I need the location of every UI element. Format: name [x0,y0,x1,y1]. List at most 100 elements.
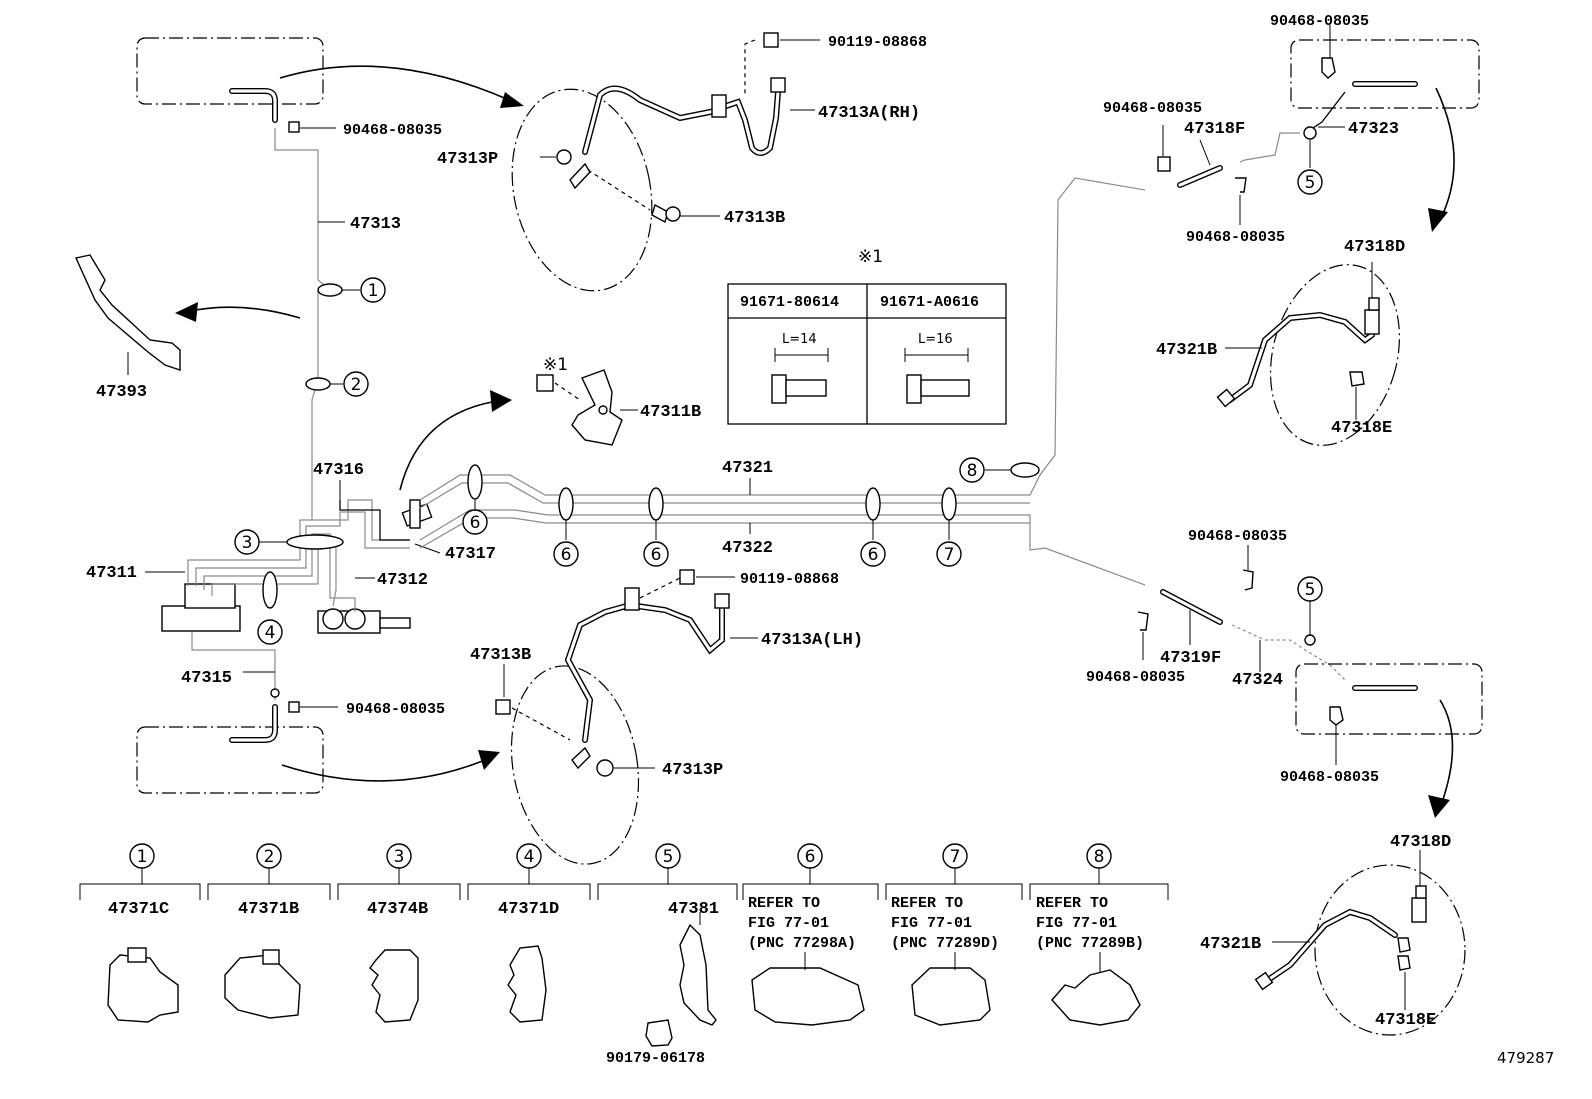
callout-3 [234,529,260,555]
legend-callout-8 [1086,843,1112,869]
svg-text:5: 5 [663,847,674,867]
part-label-47322: 47322 [722,539,773,558]
part-label-47313b-bottom: 47313B [470,646,531,665]
bolt-label-bottom: 90119-08868 [740,571,839,588]
callout-6a [462,509,488,535]
callout-5b [1297,576,1323,602]
part-label-47318d-bottom: 47318D [1390,833,1451,852]
part-label-47313: 47313 [350,215,401,234]
svg-text:1: 1 [137,847,148,867]
callout-8 [959,457,985,483]
svg-text:6: 6 [868,545,879,565]
figure-reference: 479287 [1497,1049,1554,1067]
clip-label-e: 90468-08035 [1186,229,1285,246]
rear-right-hose-detail [1216,262,1401,446]
part-label-47312: 47312 [377,571,428,590]
svg-text:6: 6 [470,513,481,533]
svg-text:8: 8 [1094,847,1105,867]
legend-callout-3 [386,843,412,869]
part-label-47321b-bottom: 47321B [1200,935,1261,954]
bracket-47393 [75,254,301,375]
clip-label-h: 90468-08035 [1280,769,1379,786]
legend-part-2: 47371B [238,900,299,919]
part-label-47318d-top: 47318D [1344,238,1405,257]
part-label-47316: 47316 [313,461,364,480]
legend-8-line1: REFER TO [1036,895,1108,912]
svg-text:2: 2 [264,847,275,867]
table-len2: L=16 [918,332,953,347]
rear-left-area [1137,545,1483,818]
legend-part-1: 47371C [108,900,169,919]
table-col2: 91671-A0616 [880,294,979,311]
svg-text:7: 7 [944,545,955,565]
part-label-47323: 47323 [1348,120,1399,139]
master-cylinder [145,480,411,700]
svg-text:6: 6 [561,545,572,565]
legend-6-line3: (PNC 77298A) [748,935,856,952]
legend-part-3: 47374B [367,900,428,919]
fitting-47317 [401,499,441,554]
note-marker: ※1 [858,247,883,267]
clip-label-b: 90468-08035 [346,701,445,718]
svg-text:6: 6 [805,847,816,867]
callout-4 [257,619,283,645]
legend [79,868,1169,1047]
legend-callout-4 [516,843,542,869]
part-label-47318e-bottom: 47318E [1375,1011,1436,1030]
legend-callout-7 [942,843,968,869]
clip-label-a: 90468-08035 [343,122,442,139]
bolt-length-table [727,283,1007,425]
part-label-47313a-rh: 47313A(RH) [818,104,920,123]
callout-1 [360,277,386,303]
callout-6d [860,541,886,567]
callout-6b [553,541,579,567]
part-label-47393: 47393 [96,383,147,402]
part-label-47311b: 47311B [640,403,701,422]
part-label-47318f: 47318F [1184,120,1245,139]
svg-text:3: 3 [394,847,405,867]
part-label-47318e-top: 47318E [1331,419,1392,438]
legend-8-line2: FIG 77-01 [1036,915,1117,932]
svg-text:8: 8 [967,461,978,481]
clip-label-f: 90468-08035 [1188,528,1287,545]
legend-6-line1: REFER TO [748,895,820,912]
legend-6-line2: FIG 77-01 [748,915,829,932]
part-note-marker: ※1 [543,355,568,375]
part-label-47315: 47315 [181,669,232,688]
legend-8-line3: (PNC 77289B) [1036,935,1144,952]
part-label-47313p-top: 47313P [437,150,498,169]
legend-callout-5 [655,843,681,869]
legend-part-5: 47381 [668,900,719,919]
part-label-47317: 47317 [445,545,496,564]
part-label-47324: 47324 [1232,671,1283,690]
legend-7-line2: FIG 77-01 [891,915,972,932]
front-left-wheel-area [136,37,524,133]
svg-text:2: 2 [351,375,362,395]
callout-6c [643,541,669,567]
clip-label-c: 90468-08035 [1270,13,1369,30]
svg-text:4: 4 [265,623,276,643]
legend-part-4: 47371D [498,900,559,919]
svg-text:5: 5 [1305,173,1316,193]
legend-callout-2 [256,843,282,869]
front-lh-hose-detail [495,569,758,865]
legend-7-line3: (PNC 77289D) [891,935,999,952]
main-brake-lines [419,177,1146,586]
legend-7-line1: REFER TO [891,895,963,912]
clip-label-d: 90468-08035 [1103,100,1202,117]
bracket-47311b [399,369,638,491]
front-left-lower-area [136,688,500,794]
callout-5a [1297,169,1323,195]
part-label-47321: 47321 [722,459,773,478]
rear-left-hose-detail [1254,850,1466,1036]
front-rh-hose-detail [511,32,820,292]
legend-callout-1 [129,843,155,869]
rear-right-area [1157,25,1480,232]
legend-callout-6 [797,843,823,869]
svg-text:1: 1 [368,281,379,301]
bolt-label-top: 90119-08868 [828,34,927,51]
table-col1: 91671-80614 [740,294,839,311]
table-len1: L=14 [782,332,817,347]
svg-text:4: 4 [524,847,535,867]
part-label-47313a-lh: 47313A(LH) [761,631,863,650]
